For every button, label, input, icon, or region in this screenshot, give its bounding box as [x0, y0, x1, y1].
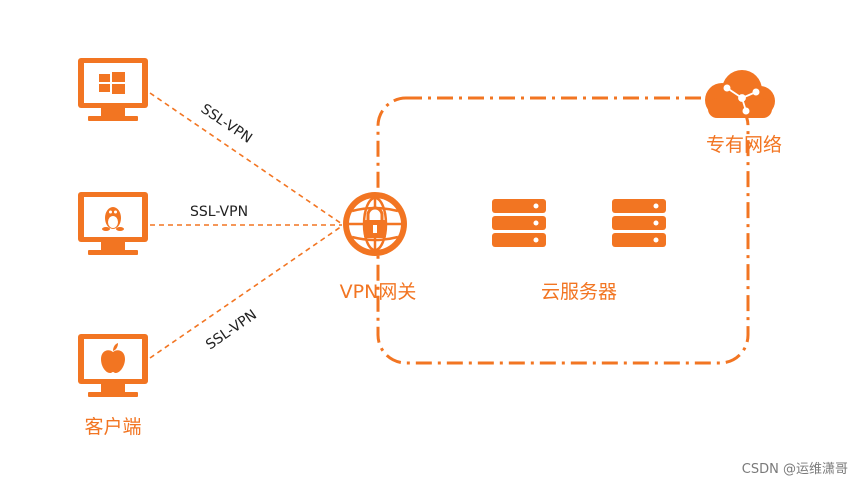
watermark-text: CSDN @运维潇哥 — [742, 462, 848, 477]
server-icon-1 — [492, 199, 546, 247]
apple-icon — [101, 343, 125, 373]
cloud-network-icon — [705, 70, 775, 118]
link-line-windows — [149, 92, 343, 225]
windows-client — [78, 58, 148, 121]
vpc-boundary — [376, 96, 750, 365]
apple-client — [78, 334, 148, 397]
vpc-label: 专有网络 — [706, 134, 782, 156]
link-label-windows: SSL-VPN — [198, 101, 255, 147]
link-label-apple: SSL-VPN — [203, 307, 260, 353]
connection-lines — [149, 92, 343, 359]
link-label-linux: SSL-VPN — [190, 204, 248, 220]
link-line-apple — [149, 225, 343, 359]
server-icon-2 — [612, 199, 666, 247]
windows-icon — [99, 72, 125, 94]
linux-client — [78, 192, 148, 255]
gateway-label: VPN网关 — [340, 281, 417, 303]
vpn-gateway-icon — [343, 192, 407, 256]
linux-tux-icon — [102, 207, 124, 231]
servers-label: 云服务器 — [541, 281, 617, 303]
client-label: 客户端 — [84, 416, 141, 438]
